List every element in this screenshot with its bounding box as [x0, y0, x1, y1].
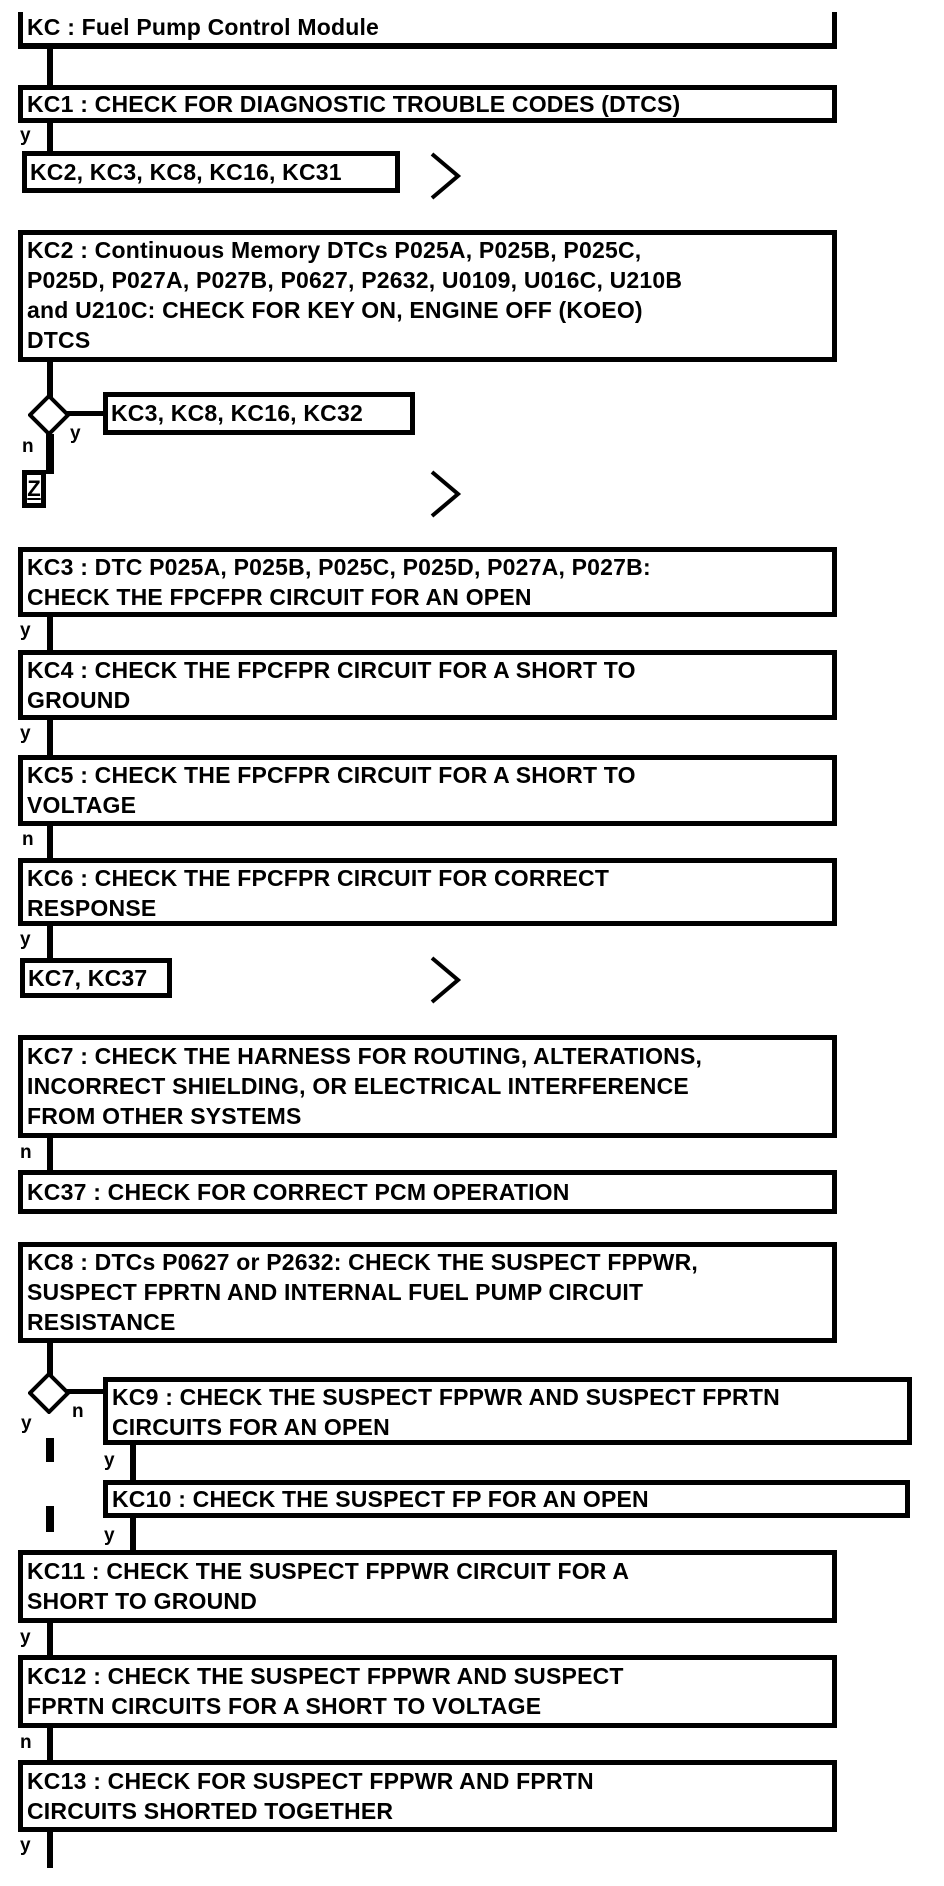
branch-label-y: y [104, 1525, 115, 1546]
connector-line [47, 360, 53, 398]
step-kc7: KC7 : CHECK THE HARNESS FOR ROUTING, ALT… [18, 1035, 837, 1138]
step-kc6: KC6 : CHECK THE FPCFPR CIRCUIT FOR CORRE… [18, 858, 837, 926]
step-kc37: KC37 : CHECK FOR CORRECT PCM OPERATION [18, 1170, 837, 1214]
jump-refs-from-kc6[interactable]: KC7, KC37 [20, 958, 172, 998]
connector-line [46, 1506, 54, 1532]
connector-line [47, 824, 53, 860]
branch-label-y: y [20, 1835, 31, 1856]
step-kc13: KC13 : CHECK FOR SUSPECT FPPWR AND FPRTN… [18, 1760, 837, 1832]
continue-chevron-icon[interactable] [428, 956, 462, 1004]
connector-line [47, 718, 53, 757]
jump-refs-from-kc1[interactable]: KC2, KC3, KC8, KC16, KC31 [22, 151, 400, 193]
branch-label-y: y [20, 723, 31, 744]
branch-label-n: n [22, 829, 34, 850]
connector-line [47, 1726, 53, 1762]
branch-label-n: n [22, 436, 34, 457]
connector-line [130, 1443, 136, 1484]
branch-label-n: n [20, 1732, 32, 1753]
off-page-connector-z[interactable]: Z [22, 470, 46, 508]
branch-label-y: y [20, 1627, 31, 1648]
connector-line [130, 1516, 136, 1550]
connector-line [47, 1621, 53, 1657]
connector-line [47, 1341, 53, 1377]
step-kc2: KC2 : Continuous Memory DTCs P025A, P025… [18, 230, 837, 362]
branch-label-n: n [72, 1401, 84, 1422]
branch-label-n: n [20, 1142, 32, 1163]
decision-diamond [28, 394, 70, 436]
branch-label-y: y [104, 1450, 115, 1471]
step-kc12: KC12 : CHECK THE SUSPECT FPPWR AND SUSPE… [18, 1655, 837, 1728]
connector-line [47, 1830, 53, 1868]
step-kc3: KC3 : DTC P025A, P025B, P025C, P025D, P0… [18, 547, 837, 617]
connector-line [66, 411, 103, 416]
step-kc9: KC9 : CHECK THE SUSPECT FPPWR AND SUSPEC… [103, 1377, 912, 1445]
step-kc10: KC10 : CHECK THE SUSPECT FP FOR AN OPEN [103, 1480, 910, 1518]
decision-diamond [28, 1372, 70, 1414]
connector-line [47, 615, 53, 652]
step-kc11: KC11 : CHECK THE SUSPECT FPPWR CIRCUIT F… [18, 1550, 837, 1623]
connector-line [66, 1389, 103, 1394]
step-kc1: KC1 : CHECK FOR DIAGNOSTIC TROUBLE CODES… [18, 85, 837, 123]
branch-label-y: y [20, 929, 31, 950]
connector-line [47, 47, 53, 87]
continue-chevron-icon[interactable] [428, 152, 462, 200]
connector-line [47, 121, 53, 153]
branch-label-y: y [20, 620, 31, 641]
connector-line [47, 1136, 53, 1172]
step-kc4: KC4 : CHECK THE FPCFPR CIRCUIT FOR A SHO… [18, 650, 837, 720]
connector-line [46, 434, 54, 474]
connector-line [46, 1438, 54, 1462]
branch-label-y: y [70, 423, 81, 444]
jump-refs-from-kc2[interactable]: KC3, KC8, KC16, KC32 [103, 392, 415, 435]
page-title: KC : Fuel Pump Control Module [18, 12, 837, 49]
connector-line [47, 924, 53, 960]
branch-label-y: y [21, 1413, 32, 1434]
step-kc5: KC5 : CHECK THE FPCFPR CIRCUIT FOR A SHO… [18, 755, 837, 826]
step-kc8: KC8 : DTCs P0627 or P2632: CHECK THE SUS… [18, 1242, 837, 1343]
branch-label-y: y [20, 125, 31, 146]
continue-chevron-icon[interactable] [428, 470, 462, 518]
